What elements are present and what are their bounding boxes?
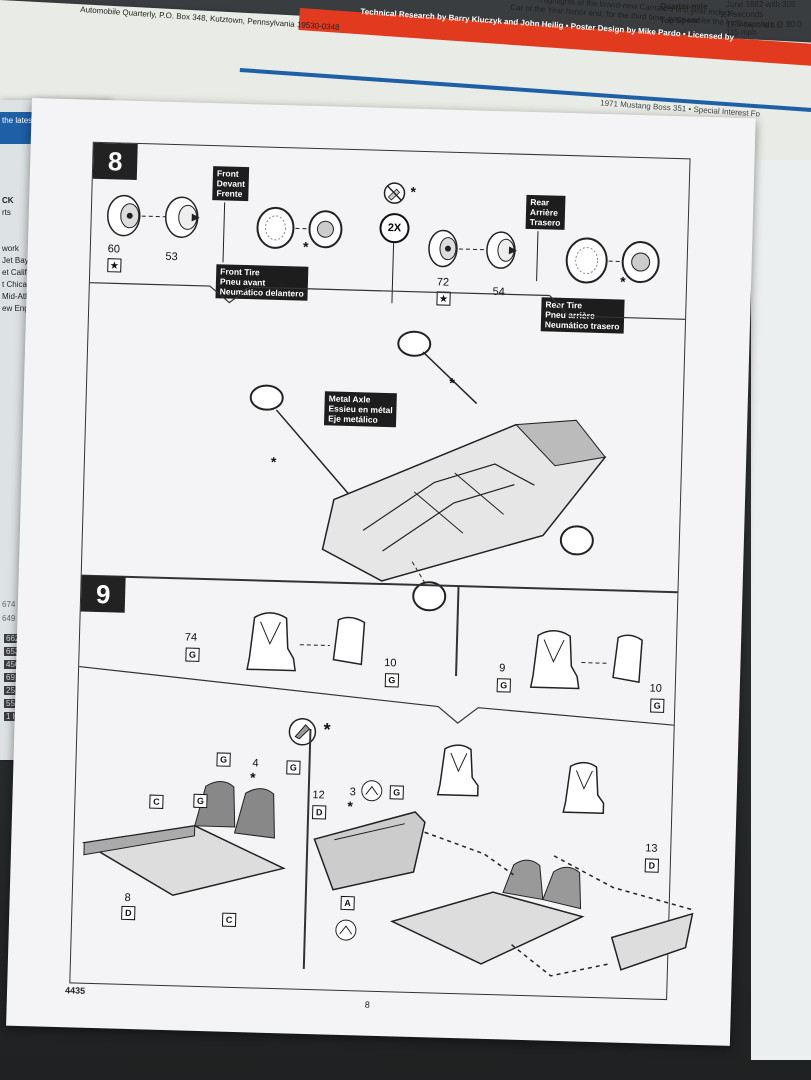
part-60-star-box: ★ <box>107 258 122 273</box>
kit-number: 4435 <box>64 985 86 996</box>
door-cement-icon <box>361 780 383 802</box>
seat-upper-left-icon <box>436 744 479 797</box>
no-glue-star: * <box>410 183 417 200</box>
part-12-letter: D <box>311 805 327 820</box>
guide-number-2: 649 <box>2 614 16 623</box>
multiplier-2x-badge: 2X <box>379 212 410 244</box>
guide-line-2: work <box>2 244 19 253</box>
part-8-number: 8 <box>124 891 131 905</box>
floor-c1-letter: C <box>149 794 164 809</box>
instruction-frame: 8 60 ★ 53 Front Devant Frente <box>69 141 694 1001</box>
rear-label-leader <box>536 231 539 282</box>
rear-label-es: Trasero <box>529 216 561 228</box>
rear-position-label: Rear Arrière Trasero <box>525 194 566 230</box>
part-10-left-number: 10 <box>384 657 397 670</box>
guide-line-1: rts <box>2 208 11 217</box>
guide-line-5: t Chicago <box>2 280 36 289</box>
floor-c2-letter: C <box>221 912 237 928</box>
floor-g3-letter: G <box>286 760 301 775</box>
brochure-speed-value: 17.5 seconds @ 80.0 <box>726 20 802 29</box>
front-label-leader <box>222 202 226 263</box>
step-8-number: 8 <box>92 142 138 180</box>
cement-tube-icon <box>288 718 317 746</box>
part-4-number: 4 <box>252 757 259 770</box>
right-seat-assembly-icon <box>529 630 643 690</box>
guide-line-6: Mid-Atlantic <box>2 292 44 301</box>
guide-line-7: ew England <box>2 304 44 313</box>
seat-upper-right-icon <box>562 761 605 814</box>
part-60-number: 60 <box>107 243 121 256</box>
door-g-letter: G <box>389 785 404 800</box>
part-8-letter: D <box>121 905 136 921</box>
axle-caption: Metal Axle Essieu en métal Eje metálico <box>323 391 398 428</box>
floor-g1-letter: G <box>216 752 231 767</box>
left-seat-assembly-icon <box>246 612 366 672</box>
background-next-page <box>751 160 811 1060</box>
guide-line-4: et California <box>2 268 45 277</box>
floor-pan-left-icon <box>82 781 286 897</box>
part-9-number: 9 <box>499 662 506 675</box>
axle-star-front: * <box>270 453 277 470</box>
floor-g2-letter: G <box>193 793 208 809</box>
axle-caption-es: Eje metálico <box>328 413 378 425</box>
brochure-top-speed: Top Speed <box>660 16 701 25</box>
chassis-assembly-icon <box>249 330 607 612</box>
part-13-number: 13 <box>644 842 658 855</box>
rear-tire-icon <box>565 237 660 284</box>
axle-star-rear: * <box>448 374 455 391</box>
brochure-time: 9.7 seconds <box>720 10 764 19</box>
rear-wheel-assembly-icon <box>428 229 517 269</box>
page-number: 8 <box>364 999 370 1010</box>
part-74-number: 74 <box>184 631 198 644</box>
console-star: * <box>249 769 256 786</box>
door-part-star: * <box>347 798 354 815</box>
cement-star: * <box>323 719 331 740</box>
part-12-number: 12 <box>312 789 325 802</box>
front-wheel-assembly-icon <box>106 194 200 238</box>
front-label-es: Frente <box>216 188 243 199</box>
step-9-mid-divider <box>79 665 674 726</box>
part-74-letter: G <box>185 647 200 662</box>
brochure-speed-mph: 115 mph <box>726 28 757 37</box>
brochure-date: June 1982 with 305 <box>726 0 796 9</box>
front-tire-icon <box>256 206 343 249</box>
step-8-upper-divider <box>89 282 686 320</box>
step-9-number: 9 <box>80 575 126 613</box>
instruction-page: 8 60 ★ 53 Front Devant Frente <box>6 98 756 1046</box>
part-53-number: 53 <box>165 250 178 264</box>
front-tire-star: * <box>302 238 309 255</box>
part-13-letter: D <box>644 858 660 873</box>
part-72-number: 72 <box>436 276 450 289</box>
guide-channel-5: 25 <box>4 686 17 695</box>
brochure-quarter-mile: Quarter-mile <box>660 2 708 11</box>
guide-line-3: Jet Bay Area <box>2 256 48 265</box>
no-glue-icon <box>383 182 406 204</box>
front-position-label: Front Devant Frente <box>212 166 250 202</box>
floor-pan-right-icon <box>313 811 694 977</box>
guide-number-1: 674 <box>2 600 16 609</box>
guide-heading: CK <box>2 196 14 205</box>
rear-tire-star: * <box>619 273 626 290</box>
door-cement-icon-2 <box>335 919 357 941</box>
door-a-letter: A <box>340 895 355 911</box>
